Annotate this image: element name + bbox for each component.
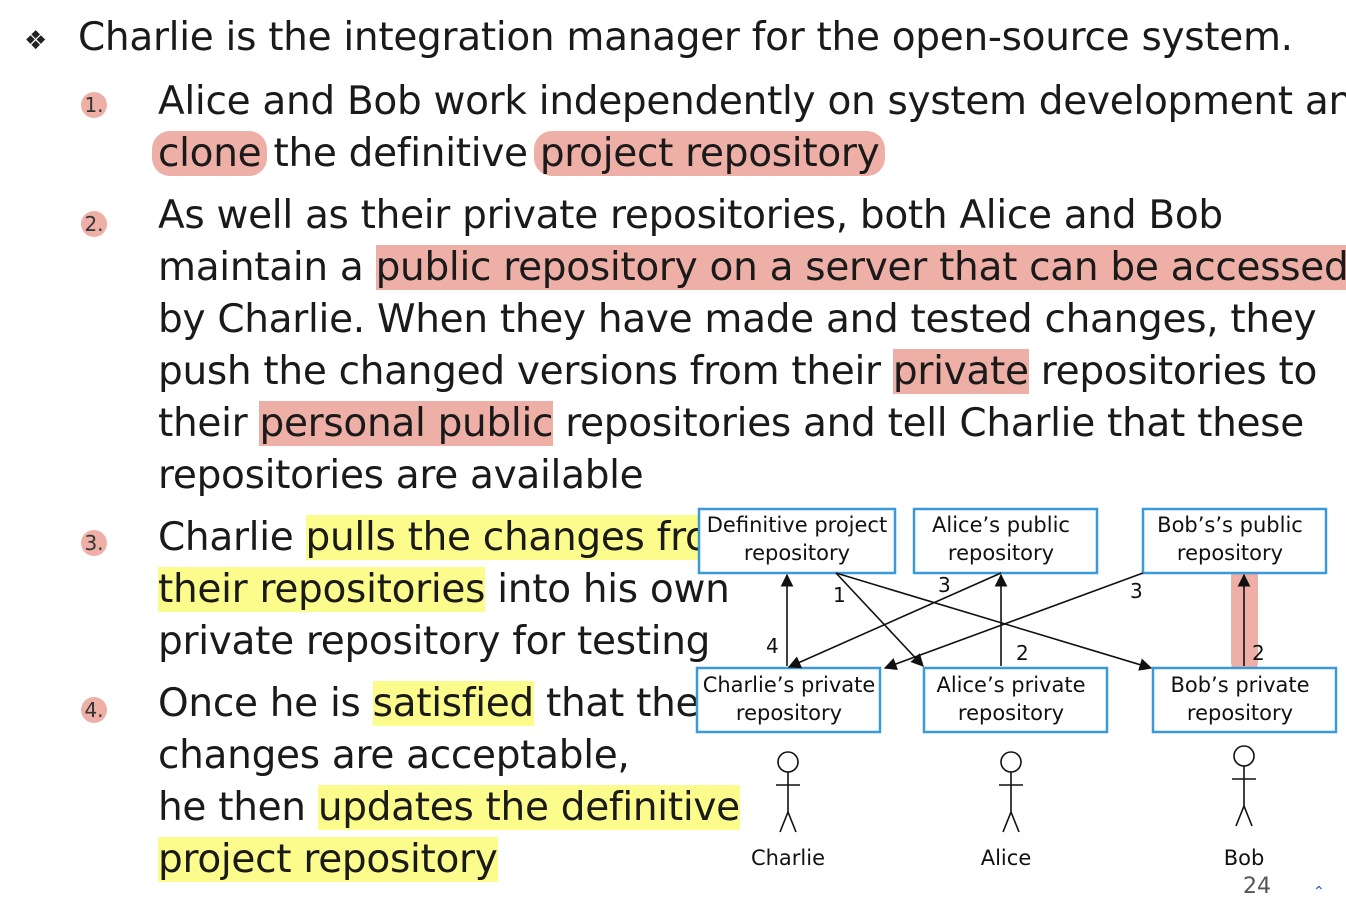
highlight-pulls-changes: pulls the changes from	[305, 515, 747, 560]
svg-text:repository: repository	[1187, 701, 1293, 725]
svg-text:repository: repository	[1177, 541, 1283, 565]
arrow-clone-alice	[835, 572, 924, 667]
box-bob-private-repository: Bob’s private repository	[1151, 666, 1338, 734]
item-4-line-2: changes are acceptable,	[158, 733, 630, 778]
item-2-line-6: repositories are available	[158, 453, 644, 498]
highlight-private: private	[892, 349, 1029, 394]
actor-charlie-label: Charlie	[751, 846, 825, 870]
svg-text:Definitive project: Definitive project	[707, 513, 887, 537]
item-3-line-2: their repositories into his own	[158, 567, 730, 612]
arrow-pull-alice	[787, 572, 1002, 669]
svg-text:Alice’s private: Alice’s private	[936, 673, 1085, 697]
highlight-their-repositories: their repositories	[158, 567, 486, 612]
item-number-1: 1.	[81, 92, 107, 118]
highlight-project-repository-final: project repository	[158, 837, 498, 882]
item-1-line-2: clone the definitive project repository	[152, 128, 886, 180]
item-4-line-4: project repository	[158, 834, 498, 886]
caret-up-icon[interactable]: ⌃	[1313, 884, 1325, 900]
item-2-line-2: maintain a public repository on a server…	[158, 242, 1346, 294]
label-push-alice: 2	[1016, 641, 1029, 665]
svg-text:Bob’s’s public: Bob’s’s public	[1157, 513, 1303, 537]
label-update: 4	[766, 634, 779, 658]
box-charlie-private-repository: Charlie’s private repository	[695, 666, 882, 734]
highlight-project-repository: project repository	[533, 131, 886, 176]
svg-text:repository: repository	[948, 541, 1054, 565]
item-2-line-3: by Charlie. When they have made and test…	[158, 297, 1317, 342]
item-3-line-3: private repository for testing	[158, 619, 711, 664]
label-clone: 1	[833, 583, 846, 607]
highlight-public-repository: public repository on a server that can b…	[375, 245, 1346, 290]
actor-bob-label: Bob	[1224, 846, 1265, 870]
label-pull-alice: 3	[938, 573, 951, 597]
item-number-3: 3.	[81, 530, 107, 556]
item-2-line-5: their personal public repositories and t…	[158, 401, 1304, 446]
svg-text:repository: repository	[736, 701, 842, 725]
actor-alice-label: Alice	[981, 846, 1032, 870]
slide-title: Charlie is the integration manager for t…	[78, 15, 1293, 60]
item-3-line-1: Charlie pulls the changes from	[158, 515, 747, 560]
item-4-line-3: he then updates the definitive	[158, 785, 740, 830]
box-definitive-repository: Definitive project repository	[697, 507, 897, 575]
item-number-4: 4.	[81, 697, 107, 723]
box-alice-public-repository: Alice’s public repository	[912, 507, 1099, 575]
item-4-line-1: Once he is satisfied that the	[158, 681, 700, 726]
highlight-personal-public: personal public	[259, 401, 554, 446]
svg-text:repository: repository	[744, 541, 850, 565]
diamond-bullet-icon: ❖	[24, 26, 48, 56]
highlight-updates-definitive: updates the definitive	[317, 785, 740, 830]
actor-charlie-icon	[776, 751, 800, 833]
svg-text:Charlie’s private: Charlie’s private	[703, 673, 876, 697]
svg-text:Bob’s private: Bob’s private	[1170, 673, 1309, 697]
repository-workflow-diagram: Definitive project repository Alice’s pu…	[695, 507, 1338, 870]
actor-alice-icon	[999, 751, 1023, 833]
item-2-line-4: push the changed versions from their pri…	[158, 349, 1318, 394]
highlight-clone: clone	[152, 131, 268, 176]
item-1-line-1: Alice and Bob work independently on syst…	[158, 79, 1346, 124]
svg-text:Alice’s public: Alice’s public	[932, 513, 1070, 537]
page-number: 24	[1243, 874, 1271, 899]
arrow-pull-bob	[883, 572, 1144, 671]
actor-bob-icon	[1232, 745, 1256, 827]
highlight-satisfied: satisfied	[372, 681, 534, 726]
item-2-line-1: As well as their private repositories, b…	[158, 193, 1223, 238]
label-push-bob: 2	[1252, 641, 1265, 665]
arrow-clone-bob	[835, 572, 1153, 671]
box-alice-private-repository: Alice’s private repository	[922, 666, 1109, 734]
label-pull-bob: 3	[1130, 579, 1143, 603]
item-number-2: 2.	[81, 211, 107, 237]
svg-text:repository: repository	[958, 701, 1064, 725]
box-bob-public-repository: Bob’s’s public repository	[1141, 507, 1328, 575]
